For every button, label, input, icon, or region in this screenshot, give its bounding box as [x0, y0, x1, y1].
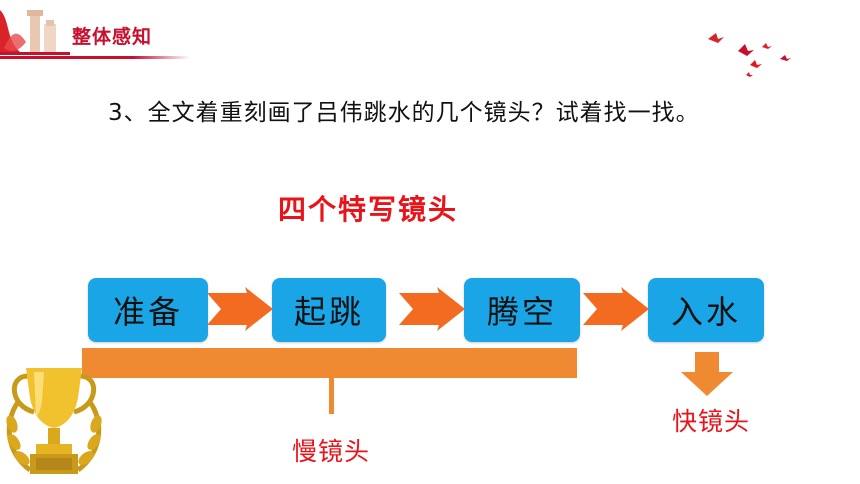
fast-motion-label: 快镜头	[672, 407, 751, 436]
header-title: 整体感知	[72, 26, 153, 48]
down-arrow-icon	[681, 352, 733, 396]
trophy-icon	[6, 368, 102, 474]
flying-birds-icon	[708, 33, 791, 77]
slow-motion-bracket	[82, 348, 577, 414]
flow-arrow-icon	[207, 287, 273, 331]
shot-box-entry: 入水	[648, 278, 764, 342]
flow-arrow-icon	[583, 287, 649, 331]
shot-box-airborne: 腾空	[464, 278, 580, 342]
shot-box-prepare: 准备	[88, 278, 208, 342]
header-decoration-icon	[0, 10, 70, 55]
question-text: 3、全文着重刻画了吕伟跳水的几个镜头？试着找一找。	[108, 100, 700, 126]
flow-arrow-icon	[399, 287, 465, 331]
header-underline	[0, 56, 190, 59]
slow-motion-label: 慢镜头	[292, 437, 371, 466]
shot-box-takeoff: 起跳	[272, 278, 386, 342]
diagram-subtitle: 四个特写镜头	[278, 193, 459, 226]
